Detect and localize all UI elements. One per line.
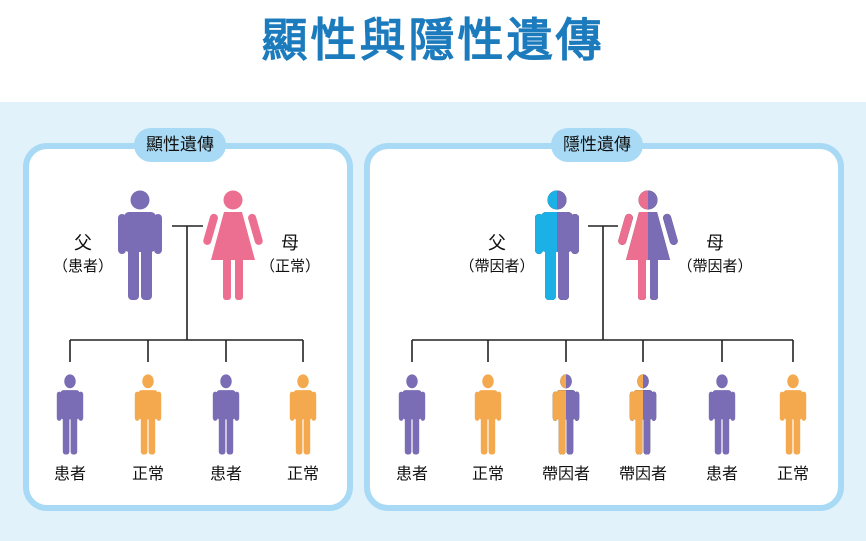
- recessive-child-5-label: 患者: [705, 464, 738, 483]
- recessive-heading: 隱性遺傳: [551, 128, 643, 162]
- recessive-child-4-label: 帶因者: [618, 464, 667, 483]
- dominant-child-1-figure: [56, 374, 84, 455]
- dominant-child-1-label: 患者: [53, 464, 86, 483]
- dominant-mother-status: （正常）: [259, 257, 320, 275]
- page-title: 顯性與隱性遺傳: [261, 13, 605, 67]
- dominant-father-label: 父 （患者）: [43, 233, 123, 277]
- dominant-father-name: 父: [74, 233, 92, 254]
- recessive-father-name: 父: [488, 233, 506, 254]
- dominant-child-4-figure: [289, 374, 317, 455]
- dominant-child-4-label: 正常: [286, 464, 319, 483]
- recessive-child-3-figure: [552, 374, 580, 455]
- recessive-mother-figure: [618, 190, 678, 300]
- dominant-child-2-figure: [134, 374, 162, 455]
- recessive-child-4-figure: [629, 374, 657, 455]
- recessive-father-figure: [535, 190, 579, 300]
- recessive-mother-label: 母 （帶因者）: [675, 233, 755, 277]
- recessive-child-5-figure: [708, 374, 736, 455]
- dominant-mother-name: 母: [281, 233, 299, 254]
- recessive-child-drops: [411, 340, 794, 362]
- dominant-child-3-figure: [212, 374, 240, 455]
- dominant-child-3-label: 患者: [209, 464, 242, 483]
- dominant-mother-label: 母 （正常）: [250, 233, 330, 277]
- dominant-child-2-label: 正常: [131, 464, 164, 483]
- recessive-mother-status: （帶因者）: [677, 257, 753, 275]
- recessive-child-3-label: 帶因者: [541, 464, 590, 483]
- recessive-child-1-label: 患者: [395, 464, 428, 483]
- recessive-father-status: （帶因者）: [459, 257, 535, 275]
- recessive-child-6-figure: [779, 374, 807, 455]
- dominant-father-figure: [118, 190, 162, 300]
- dominant-heading: 顯性遺傳: [134, 128, 226, 162]
- recessive-child-1-figure: [398, 374, 426, 455]
- dominant-child-drops: [69, 340, 304, 362]
- dominant-father-status: （患者）: [52, 257, 113, 275]
- recessive-child-2-figure: [474, 374, 502, 455]
- recessive-mother-name: 母: [706, 233, 724, 254]
- recessive-child-2-label: 正常: [471, 464, 504, 483]
- recessive-father-label: 父 （帶因者）: [457, 233, 537, 277]
- dominant-mother-figure: [203, 190, 263, 300]
- recessive-child-6-label: 正常: [776, 464, 809, 483]
